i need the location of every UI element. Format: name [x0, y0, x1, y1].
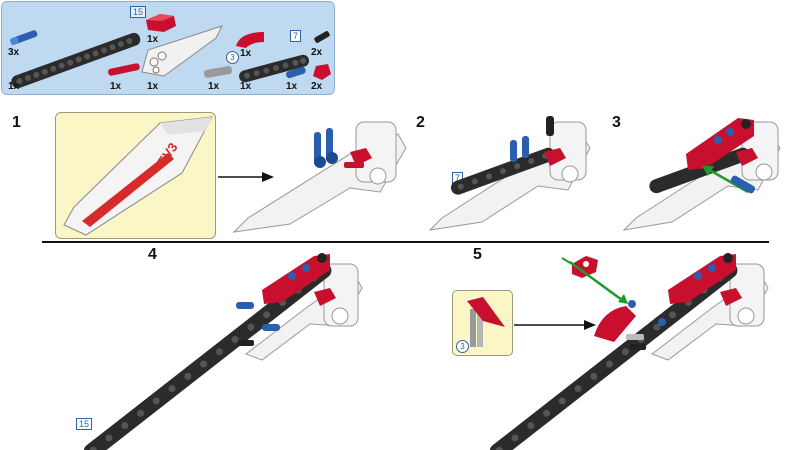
qty-red-small-connector: 2x [311, 81, 323, 92]
qty-beam-7: 1x [240, 81, 252, 92]
red-connector-part [146, 14, 176, 32]
step-number-2: 2 [416, 114, 425, 131]
step5-arrow [514, 320, 596, 330]
beam-7-part [239, 54, 310, 83]
qty-black-pin: 2x [311, 47, 323, 58]
step1-arrow [218, 172, 274, 182]
red-curved-part [236, 32, 264, 48]
white-wing-panel-part [141, 25, 223, 77]
short-beam-length-label: 7 [290, 30, 302, 42]
parts-list-panel: 3x 15 1x 1x 1x 1x 1x [1, 1, 335, 95]
tube-length-label: 3 [226, 51, 239, 64]
step4-length-label: 15 [76, 418, 93, 430]
step5-assembly [489, 253, 769, 450]
step-number-4: 4 [148, 246, 157, 263]
step-number-5: 5 [473, 246, 482, 263]
step-number-3: 3 [612, 114, 621, 131]
beam-length-label: 15 [130, 6, 147, 18]
wing-panel-sticker-view: EV3 [63, 116, 213, 236]
red-small-connector-part [313, 64, 331, 80]
qty-beam-15: 1x [8, 81, 20, 92]
step3-assembly [622, 118, 781, 231]
blue-axle-pin-part [10, 30, 38, 46]
step-divider-line [42, 241, 769, 243]
qty-white-wing-panel: 1x [147, 81, 159, 92]
qty-blue-pin: 1x [286, 81, 298, 92]
step2-assembly [428, 116, 591, 231]
black-pin-part [314, 31, 330, 43]
step1-callout-box: EV3 [55, 112, 216, 239]
blue-pin-part [286, 66, 306, 79]
step4-assembly [83, 253, 363, 450]
qty-grey-tube: 1x [208, 81, 220, 92]
qty-red-curved: 1x [240, 48, 252, 59]
step-number-1: 1 [12, 114, 21, 131]
qty-blue-axle-pin: 3x [8, 47, 20, 58]
step5-tube-length-label: 3 [456, 340, 469, 353]
qty-red-axle-pin: 1x [110, 81, 122, 92]
qty-red-connector: 1x [147, 34, 159, 45]
step1-assembly [232, 121, 407, 233]
beam-15-part [11, 32, 141, 89]
step5-callout-box: 3 [452, 290, 513, 356]
grey-tube-part [203, 66, 233, 78]
red-axle-pin-part [108, 63, 140, 76]
tube-connector-subassembly [467, 297, 505, 347]
